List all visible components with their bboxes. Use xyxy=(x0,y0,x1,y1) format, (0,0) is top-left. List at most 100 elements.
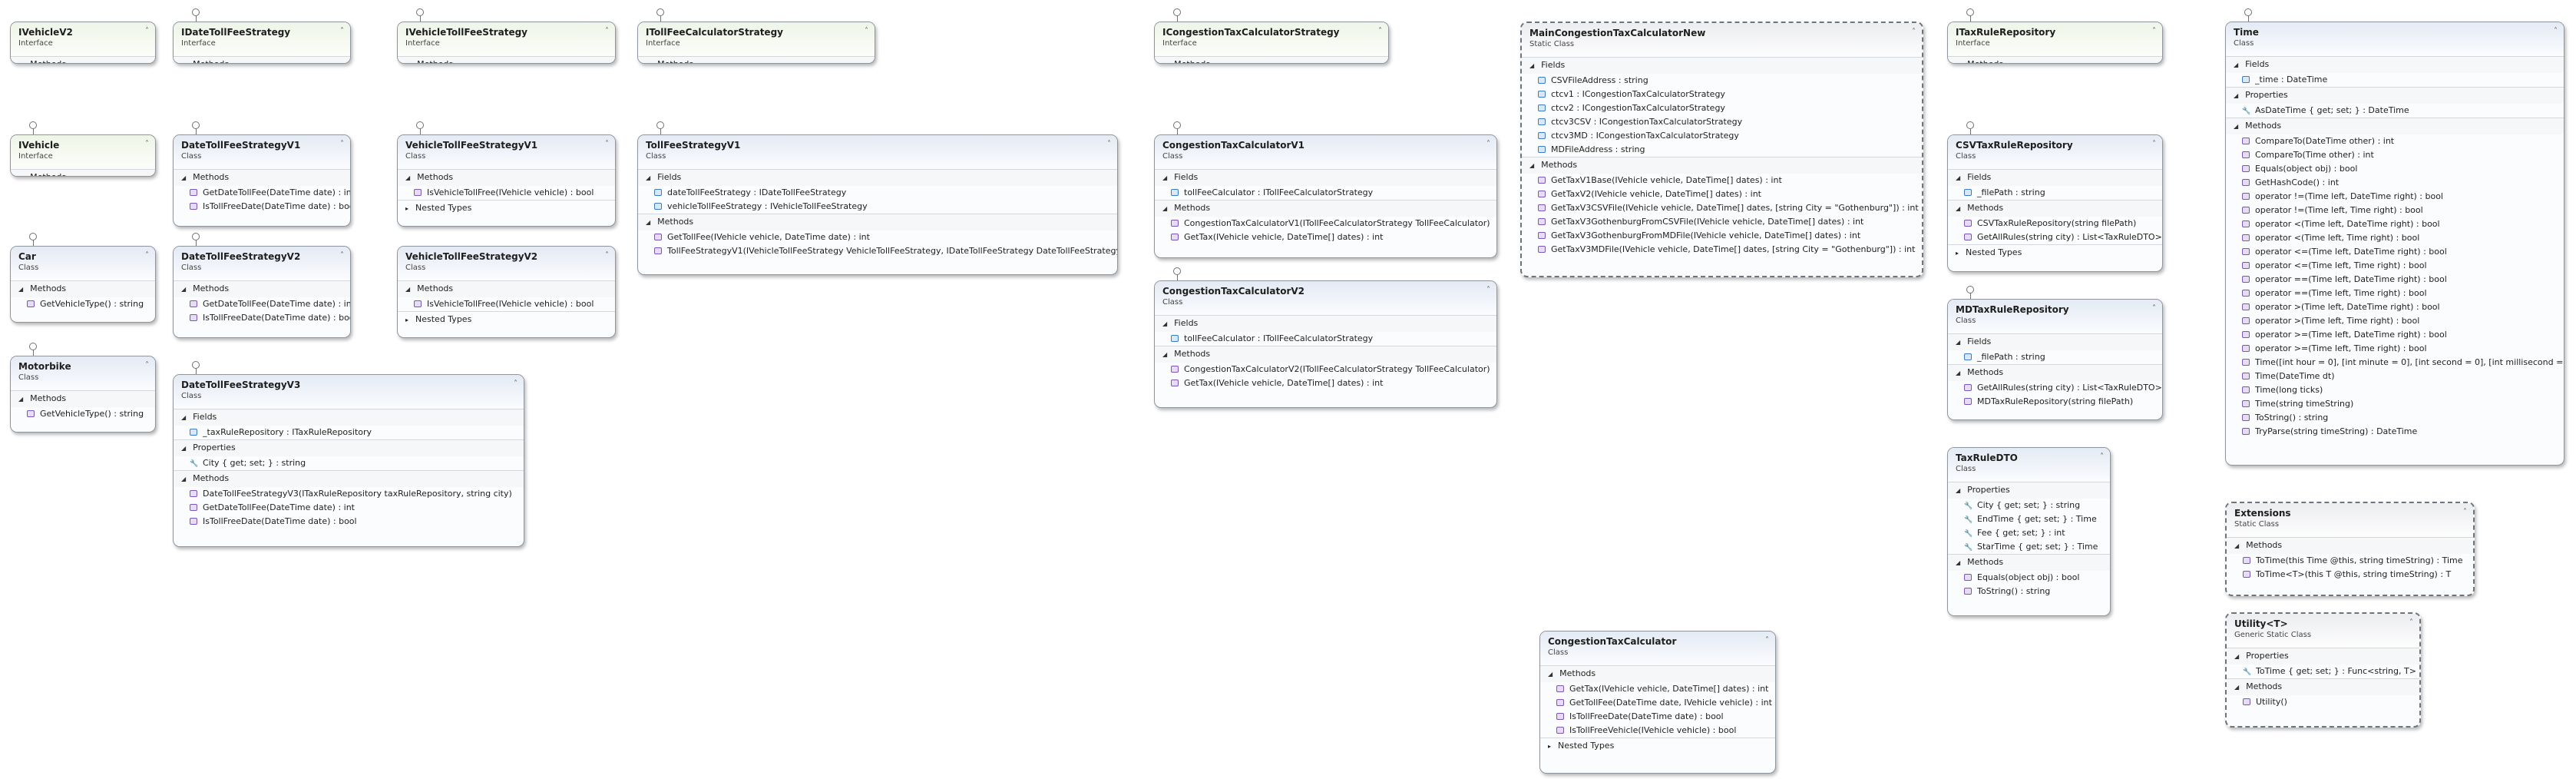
expand-triangle-icon[interactable]: ▸ xyxy=(1956,250,1959,257)
collapse-chevron-icon[interactable]: ˄ xyxy=(145,27,149,35)
section-title[interactable]: ◢Fields xyxy=(1155,170,1496,186)
expand-triangle-icon[interactable]: ◢ xyxy=(1956,205,1961,212)
member-method[interactable]: GetDateTollFee(DateTime date) : int xyxy=(174,186,350,200)
member-method[interactable]: GetTollFee(IVehicle vehicle, DateTime da… xyxy=(638,230,1117,244)
member-field[interactable]: ctcv2 : ICongestionTaxCalculatorStrategy xyxy=(1522,101,1922,115)
member-method[interactable]: operator <(Time left, Time right) : bool xyxy=(2226,231,2564,245)
collapse-chevron-icon[interactable]: ˄ xyxy=(605,140,609,148)
member-method[interactable]: operator >(Time left, DateTime right) : … xyxy=(2226,300,2564,314)
expand-triangle-icon[interactable]: ◢ xyxy=(1956,559,1961,566)
expand-triangle-icon[interactable]: ◢ xyxy=(1529,162,1535,169)
class-box-idate-toll-fee-strategy[interactable]: IDateTollFeeStrategyInterface˄◢MethodsGe… xyxy=(173,22,351,64)
expand-triangle-icon[interactable]: ◢ xyxy=(646,174,651,181)
collapse-chevron-icon[interactable]: ˄ xyxy=(145,140,149,148)
collapse-chevron-icon[interactable]: ˄ xyxy=(1107,140,1111,148)
section-title[interactable]: ◢Fields xyxy=(1522,58,1922,74)
section-title[interactable]: ◢Properties xyxy=(2227,648,2419,665)
section-title[interactable]: ◢Methods xyxy=(174,471,524,487)
section-title[interactable]: ◢Methods xyxy=(2226,118,2564,134)
section-title[interactable]: ◢Methods xyxy=(1522,157,1922,174)
member-method[interactable]: IsTollFreeDate(DateTime date) : bool xyxy=(174,311,350,325)
member-method[interactable]: operator <=(Time left, Time right) : boo… xyxy=(2226,259,2564,273)
expand-triangle-icon[interactable]: ◢ xyxy=(2234,653,2240,660)
member-property[interactable]: StarTime { get; set; } : Time xyxy=(1948,540,2110,555)
member-method[interactable]: GetVehicleType() : string xyxy=(11,407,155,421)
section-title[interactable]: ◢Methods xyxy=(1948,201,2162,217)
member-method[interactable]: ToString() : string xyxy=(2226,411,2564,425)
member-method[interactable]: GetVehicleType() : string xyxy=(11,297,155,311)
class-box-itax-rule-repository[interactable]: ITaxRuleRepositoryInterface˄◢MethodsGetA… xyxy=(1947,22,2163,64)
section-title[interactable]: ◢Methods xyxy=(2227,538,2473,554)
member-method[interactable]: Time([int hour = 0], [int minute = 0], [… xyxy=(2226,356,2564,370)
section-title[interactable]: ◢Methods xyxy=(1155,201,1496,217)
expand-triangle-icon[interactable]: ◢ xyxy=(18,396,24,403)
member-method[interactable]: CompareTo(Time other) : int xyxy=(2226,148,2564,162)
member-property[interactable]: EndTime { get; set; } : Time xyxy=(1948,512,2110,527)
member-method[interactable]: IsTollFreeVehicle(IVehicle vehicle) : bo… xyxy=(1540,724,1775,738)
collapse-chevron-icon[interactable]: ˄ xyxy=(1486,286,1490,294)
member-field[interactable]: ctcv1 : ICongestionTaxCalculatorStrategy xyxy=(1522,88,1922,101)
expand-triangle-icon[interactable]: ◢ xyxy=(1162,60,1167,63)
expand-triangle-icon[interactable]: ◢ xyxy=(18,173,23,176)
section-title[interactable]: ◢Fields xyxy=(2226,57,2564,73)
member-method[interactable]: Time(string timeString) xyxy=(2226,397,2564,411)
class-box-itoll-fee-calculator-strategy[interactable]: ITollFeeCalculatorStrategyInterface˄◢Met… xyxy=(637,22,875,64)
collapse-chevron-icon[interactable]: ˄ xyxy=(605,251,609,260)
class-box-ivehicle-toll-fee-strategy[interactable]: IVehicleTollFeeStrategyInterface˄◢Method… xyxy=(397,22,616,64)
expand-triangle-icon[interactable]: ▸ xyxy=(1548,743,1552,750)
class-box-ivehicle[interactable]: IVehicleInterface˄◢MethodsGetVehicleType… xyxy=(10,134,156,177)
member-method[interactable]: CongestionTaxCalculatorV2(ITollFeeCalcul… xyxy=(1155,363,1496,376)
expand-triangle-icon[interactable]: ◢ xyxy=(1956,339,1961,346)
section-title[interactable]: ◢Methods xyxy=(638,214,1117,230)
expand-triangle-icon[interactable]: ◢ xyxy=(181,286,187,293)
member-method[interactable]: GetDateTollFee(DateTime date) : int xyxy=(174,501,524,515)
collapse-chevron-icon[interactable]: ˄ xyxy=(605,27,609,35)
member-method[interactable]: ToString() : string xyxy=(1948,585,2110,598)
member-method[interactable]: operator >(Time left, Time right) : bool xyxy=(2226,314,2564,328)
member-field[interactable]: tollFeeCalculator : ITollFeeCalculatorSt… xyxy=(1155,332,1496,346)
member-property[interactable]: AsDateTime { get; set; } : DateTime xyxy=(2226,104,2564,118)
member-property[interactable]: City { get; set; } : string xyxy=(174,456,524,471)
member-property[interactable]: Fee { get; set; } : int xyxy=(1948,526,2110,541)
collapse-chevron-icon[interactable]: ˄ xyxy=(1486,140,1490,148)
member-method[interactable]: ToTime(this Time @this, string timeStrin… xyxy=(2227,554,2473,568)
member-field[interactable]: _taxRuleRepository : ITaxRuleRepository xyxy=(174,426,524,439)
expand-triangle-icon[interactable]: ◢ xyxy=(181,476,187,482)
member-method[interactable]: GetTaxV2(IVehicle vehicle, DateTime[] da… xyxy=(1522,187,1922,201)
expand-triangle-icon[interactable]: ◢ xyxy=(1529,62,1535,69)
collapse-chevron-icon[interactable]: ˄ xyxy=(2100,452,2104,461)
expand-triangle-icon[interactable]: ◢ xyxy=(2234,92,2239,99)
section-title[interactable]: ◢Properties xyxy=(1948,482,2110,499)
section-title[interactable]: ◢Methods xyxy=(174,281,350,297)
member-property[interactable]: City { get; set; } : string xyxy=(1948,499,2110,513)
collapse-chevron-icon[interactable]: ˄ xyxy=(2409,618,2413,627)
collapse-chevron-icon[interactable]: ˄ xyxy=(2554,27,2558,35)
nested-types-section[interactable]: ▸Nested Types xyxy=(1540,738,1775,754)
expand-triangle-icon[interactable]: ◢ xyxy=(2234,542,2240,549)
member-method[interactable]: GetTax(IVehicle vehicle, DateTime[] date… xyxy=(1155,376,1496,390)
section-title[interactable]: ◢Methods xyxy=(11,170,155,176)
collapse-chevron-icon[interactable]: ˄ xyxy=(145,361,149,370)
